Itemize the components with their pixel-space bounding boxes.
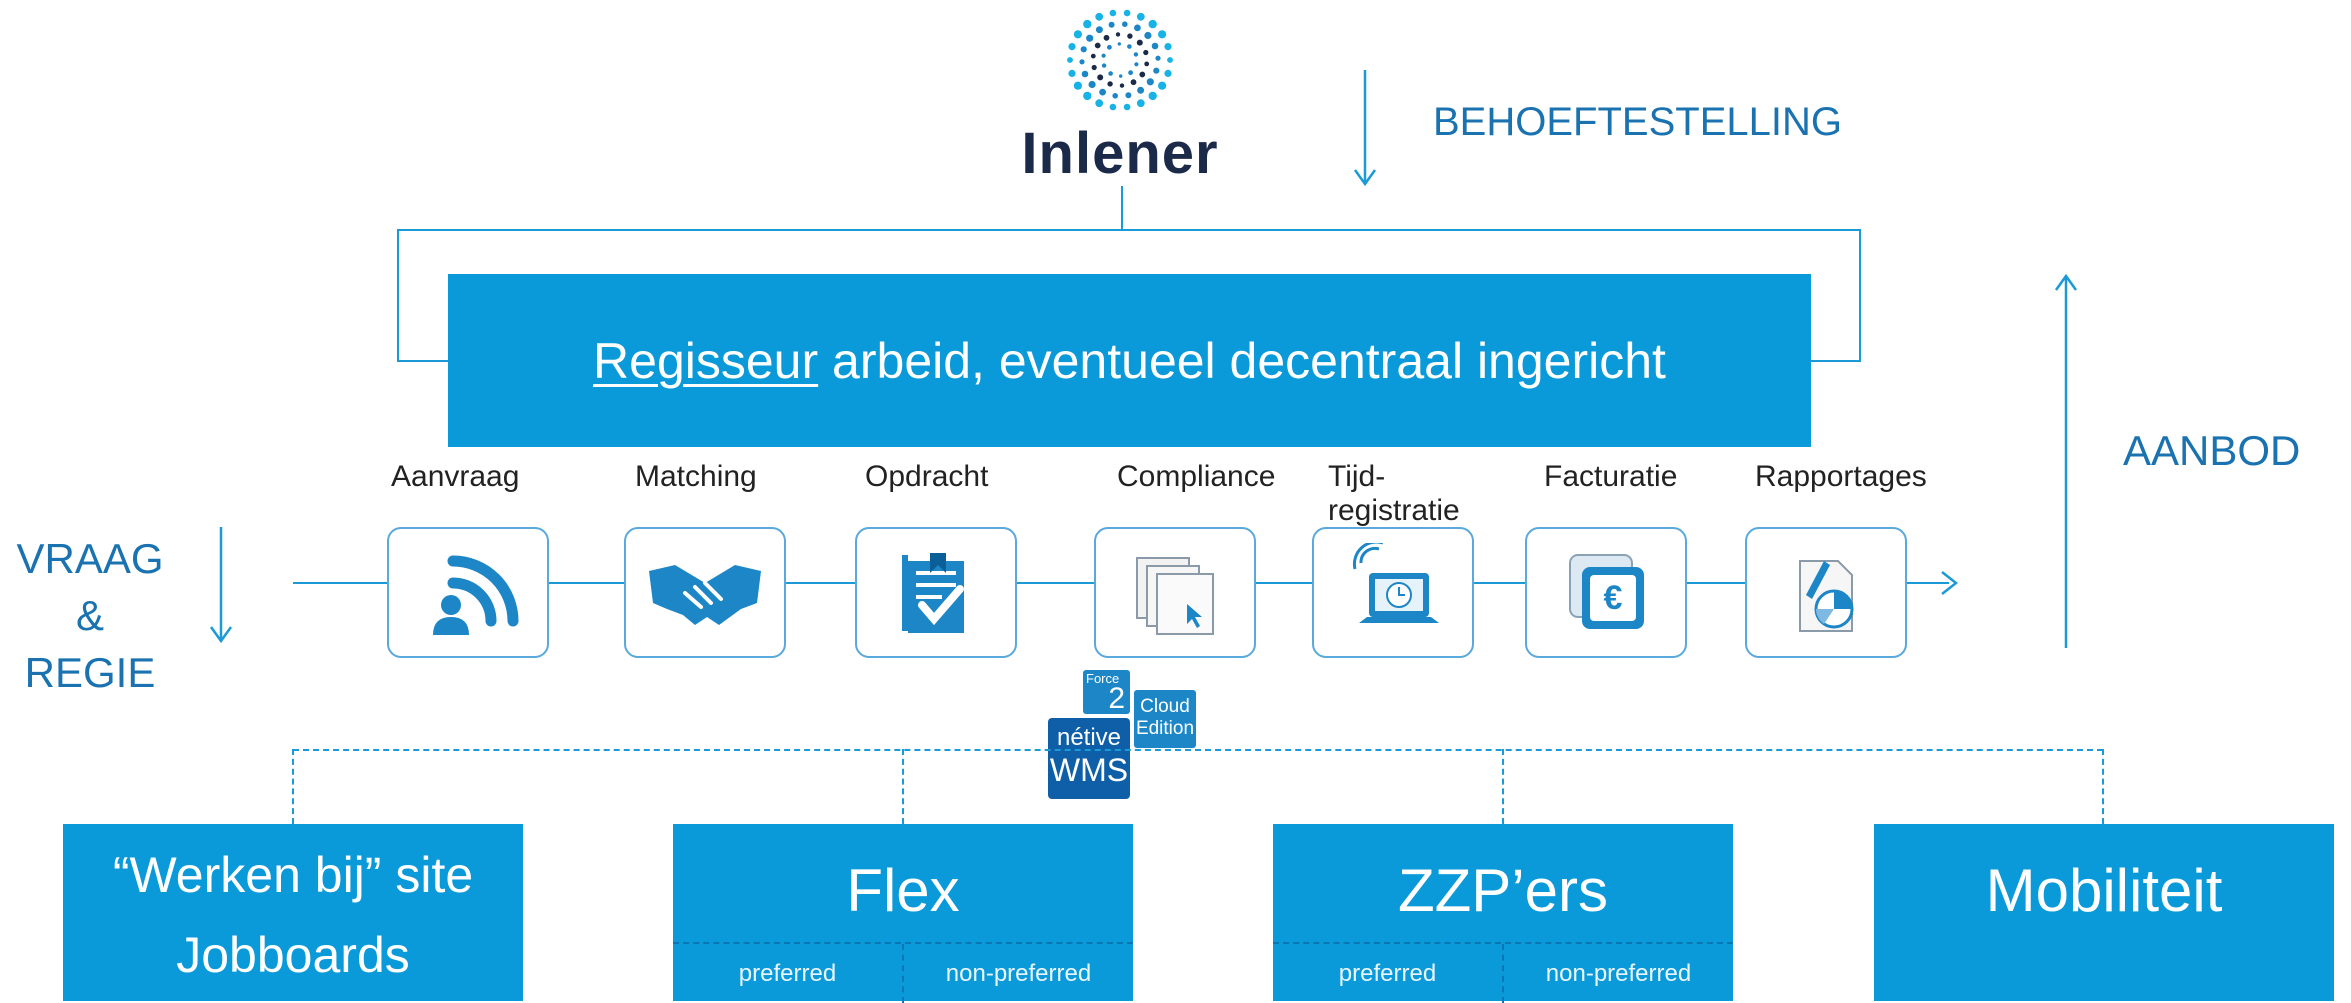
step-rapportages[interactable] (1745, 527, 1907, 658)
rss-person-icon (433, 555, 519, 635)
folders-icon (1136, 556, 1214, 635)
mobiliteit-box: Mobiliteit (1874, 824, 2334, 1001)
logo-text: Inlener (1021, 121, 1219, 186)
regisseur-box: Regisseur arbeid, eventueel decentraal i… (448, 274, 1811, 447)
netive-wms-badge: nétive WMS (1048, 718, 1130, 799)
vraag-label: VRAAG & REGIE (10, 530, 170, 701)
werken-bij-line2: Jobboards (176, 927, 410, 983)
step-label-matching: Matching (635, 460, 757, 493)
report-chart-icon (1799, 559, 1854, 632)
bracket-left-foot (397, 360, 449, 362)
up-arrow-right-icon (2054, 273, 2078, 648)
laptop-clock-icon (1352, 542, 1439, 623)
dashed-drop-4 (2102, 749, 2104, 824)
checklist-icon (902, 552, 964, 633)
logo-dots-icon (1067, 9, 1173, 111)
svg-text:€: € (1604, 579, 1623, 617)
vraag-line2: & REGIE (24, 592, 156, 696)
step-label-rapportages: Rapportages (1755, 460, 1927, 493)
euro-icon: € (1569, 553, 1644, 629)
netive-text: nétive (1056, 724, 1122, 751)
inlener-logo: Inlener (1010, 0, 1230, 186)
edition-text: Edition (1135, 718, 1195, 739)
bracket-right-foot (1810, 360, 1861, 362)
werken-bij-line1: “Werken bij” site (112, 847, 474, 903)
dashed-drop-2 (902, 749, 904, 824)
aanbod-label: AANBOD (2123, 427, 2301, 474)
step-facturatie[interactable]: € (1525, 527, 1687, 658)
zzp-non-preferred: non-preferred (1502, 944, 1733, 1003)
step-label-aanvraag: Aanvraag (391, 460, 520, 493)
behoeftestelling-label: BEHOEFTESTELLING (1433, 100, 1842, 144)
force-text: Force (1086, 671, 1120, 686)
regisseur-word: Regisseur (593, 332, 819, 389)
step-aanvraag[interactable] (387, 527, 549, 658)
force2-badge: Force 2 (1083, 670, 1130, 715)
zzp-box: ZZP’ers preferred non-preferred (1273, 824, 1733, 1003)
flex-pref-row: preferred non-preferred (673, 942, 1133, 1003)
step-label-tijdregistratie: Tijd- registratie (1328, 460, 1460, 527)
werken-bij-box: “Werken bij” site Jobboards (63, 824, 523, 1001)
dashed-connector (293, 749, 2103, 751)
process-arrow-head-icon (1941, 571, 1959, 595)
vraag-line1: VRAAG (16, 535, 164, 582)
step-label-facturatie: Facturatie (1544, 460, 1678, 493)
step-tijdregistratie[interactable] (1312, 527, 1474, 658)
mobiliteit-title: Mobiliteit (1985, 857, 2223, 924)
flex-title: Flex (846, 857, 960, 924)
flex-non-preferred: non-preferred (902, 944, 1133, 1003)
step-label-compliance: Compliance (1117, 460, 1276, 493)
dashed-drop-3 (1502, 749, 1504, 824)
step-compliance[interactable] (1094, 527, 1256, 658)
handshake-icon (649, 564, 761, 625)
zzp-title: ZZP’ers (1398, 857, 1608, 924)
flex-box: Flex preferred non-preferred (673, 824, 1133, 1003)
step-opdracht[interactable] (855, 527, 1017, 658)
step-matching[interactable] (624, 527, 786, 658)
wms-text: WMS (1049, 752, 1129, 788)
zzp-preferred: preferred (1338, 959, 1437, 987)
dashed-drop-1 (292, 749, 294, 824)
force-number: 2 (1108, 682, 1125, 715)
bracket-top (397, 229, 1861, 231)
regisseur-rest: arbeid, eventueel decentraal ingericht (818, 332, 1666, 389)
zzp-pref-row: preferred non-preferred (1273, 942, 1733, 1003)
cloud-edition-badge: Cloud Edition (1134, 690, 1196, 748)
step-label-opdracht: Opdracht (865, 460, 989, 493)
cloud-text: Cloud (1140, 696, 1190, 717)
bracket-left (397, 229, 399, 362)
flex-preferred: preferred (738, 959, 837, 987)
down-arrow-left-icon (209, 527, 233, 644)
logo-connector (1121, 186, 1123, 229)
down-arrow-top-icon (1353, 70, 1377, 187)
bracket-right (1859, 229, 1861, 362)
